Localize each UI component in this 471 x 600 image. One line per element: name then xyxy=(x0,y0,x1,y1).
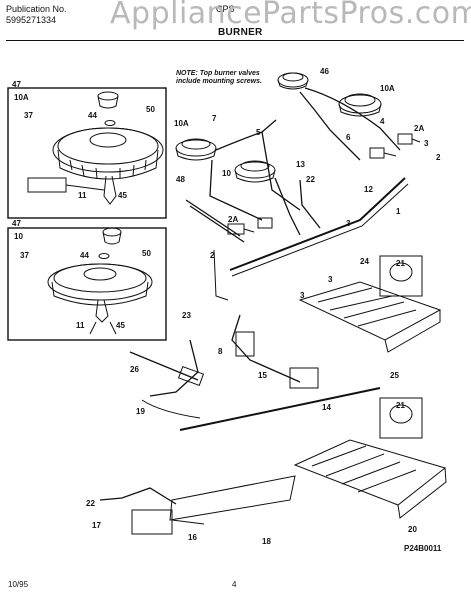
note-line-1: NOTE: Top burner valves xyxy=(176,70,260,77)
wire-19 xyxy=(141,399,201,419)
callout-44b: 44 xyxy=(80,251,89,260)
callout-37b: 37 xyxy=(20,251,29,260)
callout-45b: 45 xyxy=(116,321,125,330)
note-line-2: include mounting screws. xyxy=(176,78,262,85)
callout-11b: 11 xyxy=(76,321,85,330)
burner-cap-21-upper xyxy=(389,262,413,282)
callout-15: 15 xyxy=(258,371,267,380)
callout-21-lower: 21 xyxy=(396,401,405,410)
watermark: AppliancePartsPros.com xyxy=(110,0,471,31)
callout-21-upper: 21 xyxy=(396,259,405,268)
callout-2-right: 2 xyxy=(436,153,441,162)
header-divider xyxy=(6,40,464,41)
burner-head-left-front xyxy=(175,138,217,161)
callout-44a: 44 xyxy=(88,111,97,120)
footer-date: 10/95 xyxy=(8,580,29,589)
diagram-code: P24B0011 xyxy=(404,544,442,553)
callout-47a: 47 xyxy=(12,80,21,89)
callout-22-upper: 22 xyxy=(306,175,315,184)
callout-45a: 45 xyxy=(118,191,127,200)
callout-4: 4 xyxy=(380,117,385,126)
burner-pan-upper xyxy=(298,281,442,353)
callout-3-right: 3 xyxy=(424,139,429,148)
inset-detail-10a xyxy=(7,87,167,219)
callout-3-center: 3 xyxy=(328,275,333,284)
oven-valve xyxy=(131,509,173,535)
thermocouple-26 xyxy=(129,351,199,381)
callout-46: 46 xyxy=(320,67,329,76)
callout-8: 8 xyxy=(218,347,223,356)
callout-11a: 11 xyxy=(78,191,87,200)
callout-50a: 50 xyxy=(146,105,155,114)
inset-10-burner xyxy=(47,227,153,335)
callout-13: 13 xyxy=(296,160,305,169)
callout-2a-right: 2A xyxy=(414,124,424,133)
callout-10: 10 xyxy=(222,169,231,178)
callout-5: 5 xyxy=(256,128,261,137)
callout-23: 23 xyxy=(182,311,191,320)
tube-23 xyxy=(149,339,199,397)
inset-10a-burner xyxy=(27,91,164,205)
burner-head-center xyxy=(234,160,276,183)
callout-7: 7 xyxy=(212,114,217,123)
callout-16: 16 xyxy=(188,533,197,542)
manifold-pipe-edge xyxy=(231,183,409,277)
valve-outlet xyxy=(171,519,205,525)
burner-valves xyxy=(227,133,421,235)
callout-12: 12 xyxy=(364,185,373,194)
regulator xyxy=(289,367,319,389)
gas-tubes xyxy=(185,87,401,243)
callout-47b: 47 xyxy=(12,219,21,228)
page-title: BURNER xyxy=(218,27,263,38)
callout-48: 48 xyxy=(176,175,185,184)
inset-21-upper xyxy=(379,255,423,297)
callout-1: 1 xyxy=(396,207,401,216)
lower-burner-tube xyxy=(169,475,296,521)
callout-14: 14 xyxy=(322,403,331,412)
callout-18: 18 xyxy=(262,537,271,546)
burner-head-rear-center xyxy=(277,72,309,90)
callout-22-lower: 22 xyxy=(86,499,95,508)
burner-head-right-rear xyxy=(338,93,382,117)
model-number: CPS xyxy=(216,4,235,14)
callout-37a: 37 xyxy=(24,111,33,120)
inset-detail-10 xyxy=(7,227,167,341)
manifold-pipe xyxy=(229,177,406,271)
callout-6: 6 xyxy=(346,133,351,142)
burner-cap-21-lower xyxy=(389,404,413,424)
spark-module xyxy=(235,331,255,357)
tube-pilot xyxy=(231,314,301,383)
lower-tube xyxy=(179,387,381,431)
callout-2-left: 2 xyxy=(210,251,215,260)
inset-21-lower xyxy=(379,397,423,439)
igniter xyxy=(177,365,205,387)
callout-2a-left: 2A xyxy=(228,215,238,224)
publication-label: Publication No. xyxy=(6,4,67,14)
callout-20: 20 xyxy=(408,525,417,534)
callout-10a-left: 10A xyxy=(174,119,189,128)
burner-pan-lower xyxy=(293,439,447,519)
callout-25: 25 xyxy=(390,371,399,380)
callout-10a-inset: 10A xyxy=(14,93,29,102)
callout-3-manifold: 3 xyxy=(346,219,351,228)
callout-19: 19 xyxy=(136,407,145,416)
callout-24: 24 xyxy=(360,257,369,266)
callout-3-lower: 3 xyxy=(300,291,305,300)
publication-number: 5995271334 xyxy=(6,15,57,25)
bracket xyxy=(213,249,229,301)
callout-50b: 50 xyxy=(142,249,151,258)
callout-17: 17 xyxy=(92,521,101,530)
callout-10-inset: 10 xyxy=(14,232,23,241)
note: NOTE: Top burner valves include mounting… xyxy=(176,70,262,86)
page-number: 4 xyxy=(232,580,237,589)
callout-26: 26 xyxy=(130,365,139,374)
callout-10a-right: 10A xyxy=(380,84,395,93)
tube-22-lower xyxy=(99,487,177,505)
